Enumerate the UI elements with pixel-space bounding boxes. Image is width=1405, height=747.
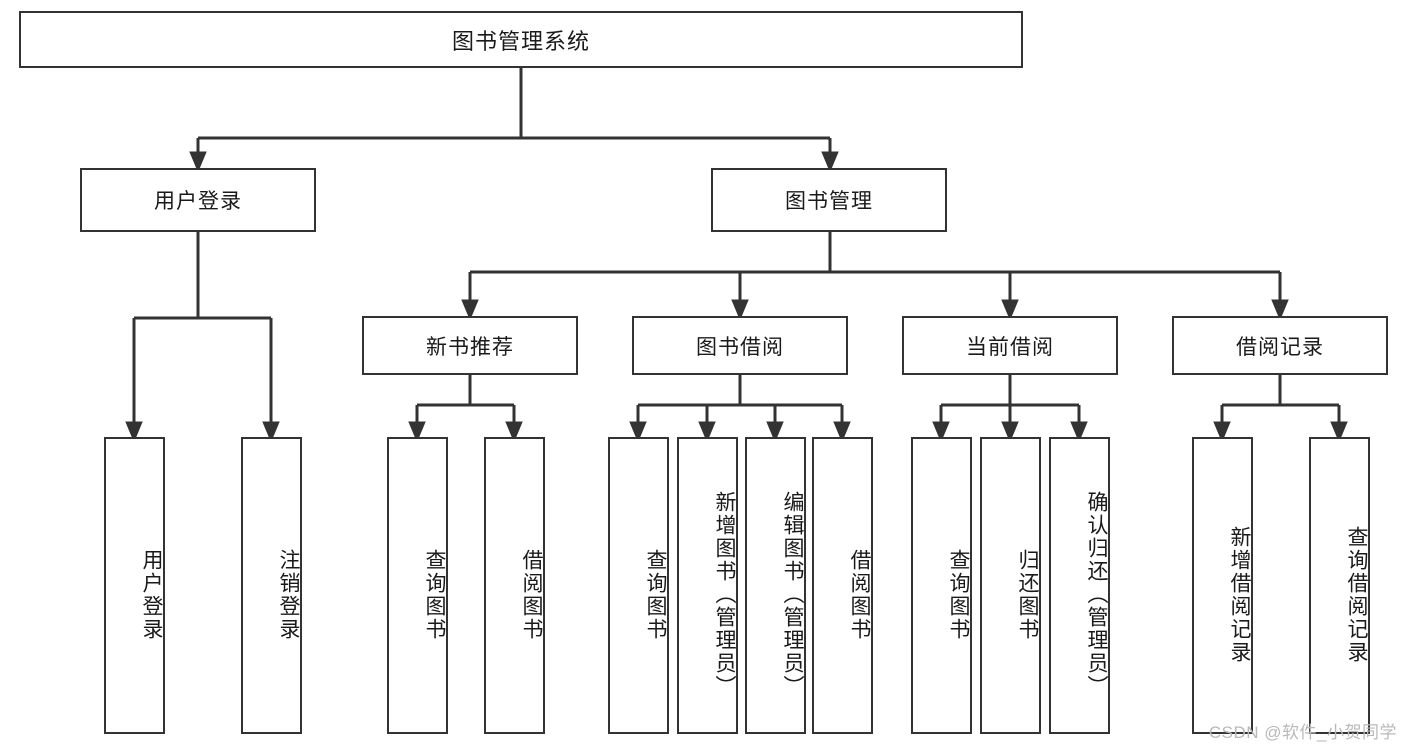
node-leaf-borrow-book-1[interactable]: 借阅图书 (484, 437, 545, 734)
node-leaf-query-record-label: 查询借阅记录 (1345, 525, 1368, 664)
node-leaf-user-login-label: 用户登录 (140, 548, 163, 641)
node-book-manage[interactable]: 图书管理 (711, 168, 947, 232)
node-leaf-user-login[interactable]: 用户登录 (104, 437, 165, 734)
node-leaf-logout-login-label: 注销登录 (277, 548, 300, 641)
node-leaf-query-book-1[interactable]: 查询图书 (387, 437, 448, 734)
node-book-borrow[interactable]: 图书借阅 (632, 316, 848, 375)
node-leaf-query-book-1-label: 查询图书 (423, 548, 446, 641)
node-user-login[interactable]: 用户登录 (80, 168, 316, 232)
node-leaf-return-book[interactable]: 归还图书 (980, 437, 1041, 734)
node-leaf-borrow-book-1-label: 借阅图书 (520, 548, 543, 641)
node-leaf-query-book-2[interactable]: 查询图书 (608, 437, 669, 734)
node-leaf-confirm-return-label: 确认归还（管理员） (1085, 491, 1108, 698)
node-leaf-borrow-book-2-label: 借阅图书 (848, 548, 871, 641)
node-leaf-logout-login[interactable]: 注销登录 (241, 437, 302, 734)
node-leaf-query-book-3[interactable]: 查询图书 (911, 437, 972, 734)
node-borrow-record[interactable]: 借阅记录 (1172, 316, 1388, 375)
node-leaf-add-record-label: 新增借阅记录 (1228, 525, 1251, 664)
node-root[interactable]: 图书管理系统 (19, 11, 1023, 68)
node-leaf-add-book[interactable]: 新增图书（管理员） (677, 437, 738, 734)
node-leaf-borrow-book-2[interactable]: 借阅图书 (812, 437, 873, 734)
node-leaf-add-record[interactable]: 新增借阅记录 (1192, 437, 1253, 734)
node-leaf-query-book-3-label: 查询图书 (947, 548, 970, 641)
node-leaf-confirm-return[interactable]: 确认归还（管理员） (1049, 437, 1110, 734)
node-current-borrow[interactable]: 当前借阅 (902, 316, 1118, 375)
node-leaf-edit-book[interactable]: 编辑图书（管理员） (745, 437, 806, 734)
node-new-book-rec[interactable]: 新书推荐 (362, 316, 578, 375)
node-leaf-add-book-label: 新增图书（管理员） (713, 491, 736, 698)
node-leaf-query-record[interactable]: 查询借阅记录 (1309, 437, 1370, 734)
node-leaf-return-book-label: 归还图书 (1016, 548, 1039, 641)
node-leaf-query-book-2-label: 查询图书 (644, 548, 667, 641)
node-leaf-edit-book-label: 编辑图书（管理员） (781, 491, 804, 698)
